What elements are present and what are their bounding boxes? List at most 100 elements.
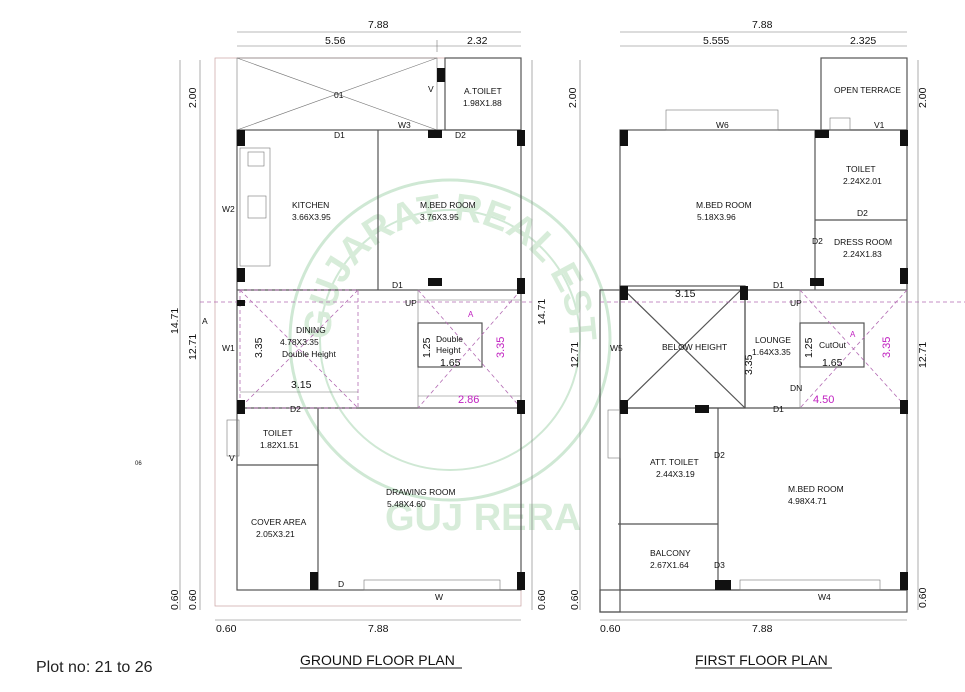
ff-atttoilet-size: 2.44X3.19 bbox=[656, 469, 695, 479]
ff-atttoilet-name: ATT. TOILET bbox=[650, 457, 699, 467]
gf-dim-right-bottom: 0.60 bbox=[536, 589, 548, 610]
ff-door-d1-b: D1 bbox=[773, 404, 784, 414]
ff-balcony-size: 2.67X1.64 bbox=[650, 560, 689, 570]
ff-toilet-name: TOILET bbox=[846, 164, 876, 174]
gf-door-d2-mid: D2 bbox=[290, 404, 301, 414]
gf-dim-bottom-left: 0.60 bbox=[216, 623, 237, 635]
gf-dim-335: 3.35 bbox=[253, 337, 265, 358]
gf-dining-name: DINING bbox=[296, 325, 326, 335]
gf-window-w: W bbox=[435, 592, 443, 602]
ff-window-w6: W6 bbox=[716, 120, 729, 130]
ff-lounge-name: LOUNGE bbox=[755, 335, 791, 345]
gf-drawing-name: DRAWING ROOM bbox=[386, 487, 456, 497]
watermark-bottom-text: GUJ RERA bbox=[385, 497, 581, 539]
ff-stair-dn: DN bbox=[790, 383, 802, 393]
ff-mbed2-name: M.BED ROOM bbox=[788, 484, 844, 494]
ff-cutout-label: CutOut bbox=[819, 340, 847, 350]
gf-dim-top-total: 7.88 bbox=[368, 19, 389, 31]
gf-window-w2: W2 bbox=[222, 204, 235, 214]
ff-mbed1-size: 5.18X3.96 bbox=[697, 212, 736, 222]
gf-kitchen-name: KITCHEN bbox=[292, 200, 329, 210]
ff-dim-315: 3.15 bbox=[675, 288, 696, 300]
gf-dim-left-top: 2.00 bbox=[187, 87, 199, 108]
gf-dim-left-mid: 12.71 bbox=[187, 334, 199, 360]
gf-dim-315: 3.15 bbox=[291, 379, 312, 391]
ff-balcony-name: BALCONY bbox=[650, 548, 691, 558]
gf-dim-left-bottom2: 0.60 bbox=[187, 589, 199, 610]
ff-dim-335: 3.35 bbox=[743, 354, 755, 375]
gf-door-d2-top: D2 bbox=[455, 130, 466, 140]
side-mark: 06 bbox=[135, 461, 142, 467]
gf-toilet-size: 1.82X1.51 bbox=[260, 440, 299, 450]
gf-dining-size: 4.78X3.35 bbox=[280, 337, 319, 347]
ff-dim-335-mag: 3.35 bbox=[881, 337, 893, 358]
ff-terrace-name: OPEN TERRACE bbox=[834, 85, 901, 95]
gf-toilet-name: TOILET bbox=[263, 428, 293, 438]
ff-title: FIRST FLOOR PLAN bbox=[695, 652, 828, 668]
gf-dim-bottom-total: 7.88 bbox=[368, 623, 389, 635]
ff-dress-size: 2.24X1.83 bbox=[843, 249, 882, 259]
ff-stair-up: UP bbox=[790, 298, 802, 308]
ff-dim-right-mid: 12.71 bbox=[917, 342, 929, 368]
gf-label-o1: 01 bbox=[334, 90, 344, 100]
ff-toilet-size: 2.24X2.01 bbox=[843, 176, 882, 186]
gf-title: GROUND FLOOR PLAN bbox=[300, 652, 455, 668]
gf-drawing-size: 5.48X4.60 bbox=[387, 499, 426, 509]
gf-cover-size: 2.05X3.21 bbox=[256, 529, 295, 539]
ff-vent-v1: V1 bbox=[874, 120, 885, 130]
gf-atoilet-size: 1.98X1.88 bbox=[463, 98, 502, 108]
gf-dim-335-mag: 3.35 bbox=[495, 337, 507, 358]
gf-dim-left-bottom: 0.60 bbox=[169, 589, 181, 610]
gf-dim-top-right: 2.32 bbox=[467, 35, 488, 47]
gf-door-d1-mid: D1 bbox=[392, 280, 403, 290]
gf-dining-note: Double Height bbox=[282, 349, 337, 359]
ff-dress-name: DRESS ROOM bbox=[834, 237, 892, 247]
ff-dim-bottom-total: 7.88 bbox=[752, 623, 773, 635]
ff-mbed2-size: 4.98X4.71 bbox=[788, 496, 827, 506]
first-floor-plan: 7.88 5.555 2.325 2.00 12.71 0.60 2.00 12… bbox=[567, 19, 965, 669]
ff-section-a-mark: A bbox=[850, 330, 856, 339]
ff-door-d1-a: D1 bbox=[773, 280, 784, 290]
ff-window-w4: W4 bbox=[818, 592, 831, 602]
ff-below-height: BELOW HEIGHT bbox=[662, 342, 727, 352]
gf-mbed-name: M.BED ROOM bbox=[420, 200, 476, 210]
watermark-arc-text: GUJARAT REAL ESTATE REGULATORY AUTHORITY bbox=[0, 0, 604, 343]
ff-dim-left-bottom: 0.60 bbox=[569, 589, 581, 610]
gf-cover-name: COVER AREA bbox=[251, 517, 307, 527]
ground-floor-plan: 7.88 5.56 2.32 2.00 14.71 12.71 0.60 0.6… bbox=[169, 19, 548, 669]
gf-double-label: Double bbox=[436, 334, 463, 344]
gf-window-w1: W1 bbox=[222, 343, 235, 353]
gf-stair-up: UP bbox=[405, 298, 417, 308]
ff-door-d2-a: D2 bbox=[857, 208, 868, 218]
ff-dim-165: 1.65 bbox=[822, 357, 843, 369]
ff-lounge-size: 1.64X3.35 bbox=[752, 347, 791, 357]
gf-atoilet-name: A.TOILET bbox=[464, 86, 502, 96]
plot-number-label: Plot no: 21 to 26 bbox=[36, 659, 153, 676]
gf-dim-165: 1.65 bbox=[440, 357, 461, 369]
gf-kitchen-size: 3.66X3.95 bbox=[292, 212, 331, 222]
ff-dim-left-mid: 12.71 bbox=[569, 342, 581, 368]
gf-dim-left-total: 14.71 bbox=[169, 308, 181, 334]
ff-dim-top-right: 2.325 bbox=[850, 35, 876, 47]
ff-dim-right-top: 2.00 bbox=[917, 87, 929, 108]
gf-door-d: D bbox=[338, 579, 344, 589]
gf-dim-125: 1.25 bbox=[421, 337, 433, 358]
gf-window-w3: W3 bbox=[398, 120, 411, 130]
gf-mbed-size: 3.76X3.95 bbox=[420, 212, 459, 222]
gf-door-d1-top: D1 bbox=[334, 130, 345, 140]
gf-dim-right-total: 14.71 bbox=[536, 299, 548, 325]
ff-dim-450-mag: 4.50 bbox=[813, 394, 834, 406]
ff-door-d2-b: D2 bbox=[812, 236, 823, 246]
rera-watermark: GUJARAT REAL ESTATE REGULATORY AUTHORITY… bbox=[0, 0, 612, 539]
ff-door-d3: D3 bbox=[714, 560, 725, 570]
ff-dim-right-bottom: 0.60 bbox=[917, 587, 929, 608]
gf-vent-v: V bbox=[428, 84, 434, 94]
gf-section-a: A bbox=[202, 316, 208, 326]
ff-dim-bottom-left: 0.60 bbox=[600, 623, 621, 635]
ff-door-d2-c: D2 bbox=[714, 450, 725, 460]
gf-section-a-mark: A bbox=[468, 310, 474, 319]
ff-dim-top-total: 7.88 bbox=[752, 19, 773, 31]
ff-window-w5: W5 bbox=[610, 343, 623, 353]
ff-dim-125: 1.25 bbox=[803, 337, 815, 358]
